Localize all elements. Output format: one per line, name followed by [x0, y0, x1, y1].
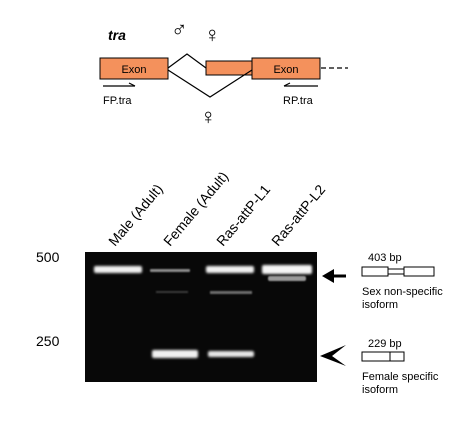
male-splice-junction: [167, 53, 207, 69]
upper-isoform-desc-line1: Sex non-specific: [362, 286, 443, 298]
sex-non-specific-isoform-icon: [361, 266, 435, 277]
band-lane3-229bp: [208, 351, 254, 357]
lower-isoform-desc-line1: Female specific: [362, 371, 439, 383]
gene-name: tra: [108, 27, 126, 43]
band-lane3-faint-mid: [210, 291, 252, 294]
lane-label-4: Ras-attP-L2: [268, 181, 328, 249]
band-lane3-403bp: [206, 266, 254, 273]
band-lane2-403bp-faint: [150, 269, 190, 272]
upper-isoform-desc-line2: isoform: [362, 299, 398, 311]
band-lane2-faint-mid: [156, 291, 188, 293]
band-lane4-smear: [268, 276, 306, 281]
female-specific-isoform-icon: [361, 351, 405, 362]
lane-label-3: Ras-attP-L1: [213, 181, 273, 249]
exon-3-box: [251, 57, 321, 80]
lower-band-arrowhead: [320, 345, 346, 366]
forward-primer-arrow: [103, 82, 136, 87]
forward-primer-label: FP.tra: [103, 95, 132, 107]
marker-500-label: 500: [36, 249, 60, 265]
female-symbol-bottom: ♀: [200, 104, 217, 129]
gene-structure-diagram: tra ♂ ♀ Exon Exon ♀ FP.tra RP.tra: [99, 17, 348, 129]
gel-image: [85, 252, 317, 382]
marker-250-label: 250: [36, 333, 60, 349]
lower-isoform-desc-line2: isoform: [362, 384, 398, 396]
band-lane4-403bp: [262, 265, 312, 274]
band-lane1-403bp: [94, 266, 142, 273]
exon-1-label: Exon: [121, 64, 146, 76]
upper-band-size: 403 bp: [368, 252, 402, 264]
exon-3-label: Exon: [273, 64, 298, 76]
lane-label-1: Male (Adult): [105, 181, 166, 249]
female-splice-junction: [167, 69, 253, 98]
upper-band-arrow: [322, 269, 346, 283]
gel-lane-labels: Male (Adult) Female (Adult) Ras-attP-L1 …: [105, 168, 328, 249]
reverse-primer-label: RP.tra: [283, 95, 314, 107]
reverse-primer-arrow: [283, 82, 318, 87]
lower-band-size: 229 bp: [368, 338, 402, 350]
female-symbol-top: ♀: [204, 22, 221, 47]
exon-2-box: [205, 60, 253, 76]
exon-1-box: [99, 57, 169, 80]
band-lane2-229bp: [152, 350, 198, 358]
male-symbol: ♂: [171, 17, 188, 42]
